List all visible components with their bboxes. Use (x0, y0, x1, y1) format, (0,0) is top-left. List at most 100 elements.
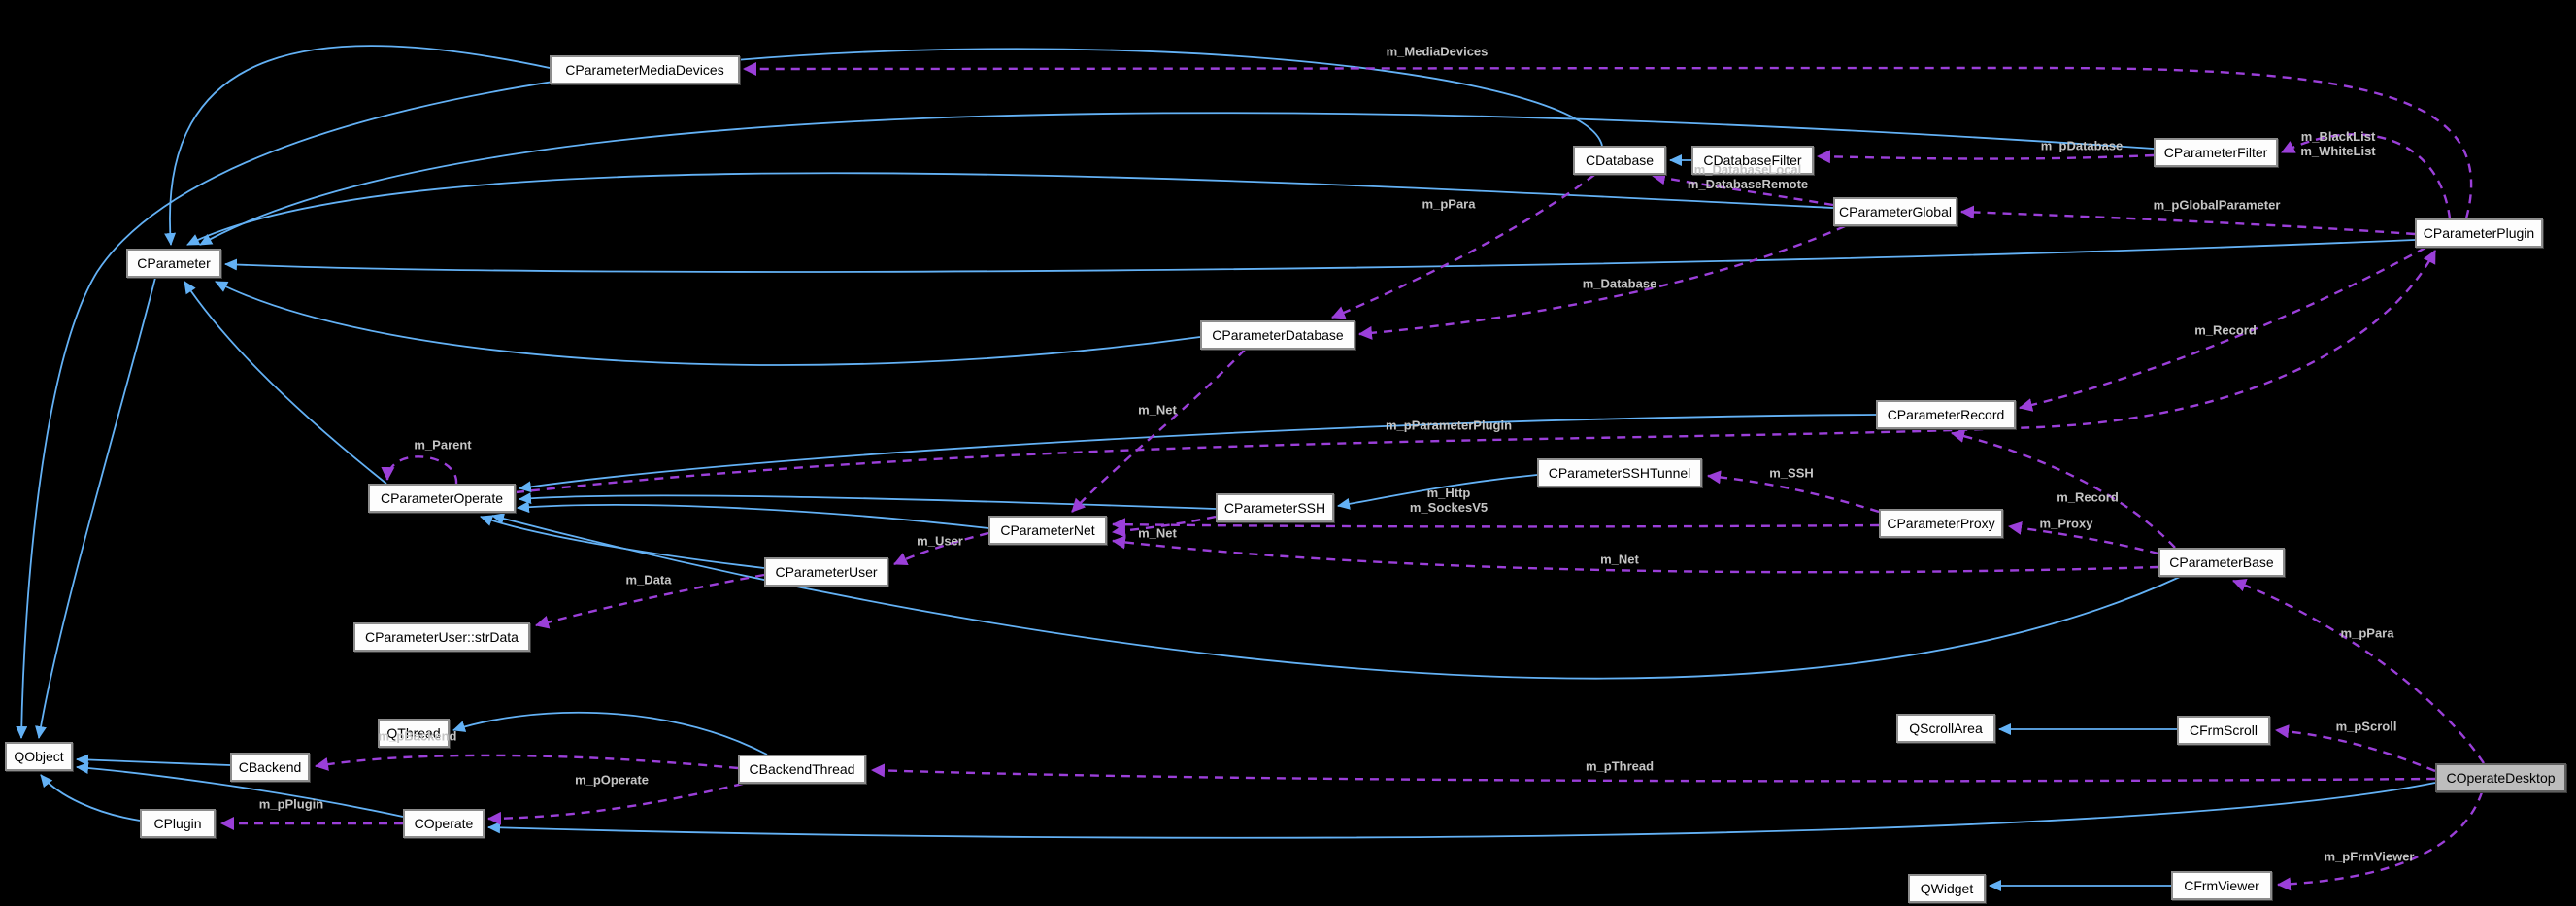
inheritance-edge-cparameterdatabase-cparameter (215, 281, 1201, 366)
class-node-cparameterdatabase[interactable]: CParameterDatabase (1200, 320, 1355, 350)
edge-label-m_pPlugin-47: m_pPlugin (259, 797, 323, 812)
edge-label-m_pScroll-42: m_pScroll (2336, 720, 2397, 734)
class-node-coperate[interactable]: COperate (403, 809, 485, 838)
class-node-cparameterbase[interactable]: CParameterBase (2158, 548, 2285, 577)
inheritance-edge-coperatedesktop-coperate (487, 782, 2436, 839)
edge-label-line: m_pOperate (575, 772, 649, 788)
class-node-qscrollarea[interactable]: QScrollArea (1896, 714, 1995, 743)
edge-label-line: m_Record (2057, 489, 2119, 505)
edge-label-m_pGlobalParameter-25: m_pGlobalParameter (2154, 198, 2281, 213)
inheritance-edge-cparameterglobal-cparameter (186, 172, 1834, 246)
edge-label-m_pBackend-45: m_pBackend (379, 729, 457, 744)
edges-group (16, 45, 2485, 891)
edge-label-line: m_Record (2194, 322, 2257, 338)
edge-label-line: m_pPara (1422, 196, 1476, 212)
edge-label-m_Net-35: m_Net (1600, 553, 1639, 567)
class-node-cparametermediadevices[interactable]: CParameterMediaDevices (550, 55, 740, 84)
class-node-qobject[interactable]: QObject (5, 742, 73, 771)
usage-edge-cparameteroperate-cparameteroperate (381, 455, 458, 485)
class-node-cparameterrecord[interactable]: CParameterRecord (1876, 400, 2016, 429)
edge-label-line: m_SockesV5 (1409, 500, 1489, 515)
class-node-cdatabasefilter[interactable]: CDatabaseFilter (1691, 146, 1814, 175)
edge-label-m_Record-30: m_Record (2057, 490, 2119, 505)
usage-edge-cdatabase-cparameterdatabase (1331, 174, 1595, 319)
edge-label-m_User-39: m_User (917, 534, 963, 549)
edge-label-line: m_Net (1138, 525, 1177, 541)
edge-label-line: m_pFrmViewer (2324, 849, 2415, 864)
class-node-cbackendthread[interactable]: CBackendThread (738, 755, 866, 784)
class-node-cparameteroperate[interactable]: CParameterOperate (368, 484, 516, 513)
edge-label-m_Net-34: m_Net (1138, 526, 1177, 541)
edge-label-line: m_Database (1582, 276, 1657, 291)
edge-label-line: m_DatabaseRemote (1687, 177, 1809, 191)
class-node-cparameterglobal[interactable]: CParameterGlobal (1833, 197, 1957, 226)
usage-edge-cbackendthread-cbackend (315, 754, 739, 771)
usage-edge-cparameterproxy-cparameternet (1112, 518, 1880, 532)
edge-label-line: m_BlackList (2300, 129, 2376, 144)
edge-label-line: m_Proxy (2039, 516, 2093, 531)
inheritance-edge-cparameterrecord-cparameteroperate (519, 414, 1877, 493)
class-node-cdatabase[interactable]: CDatabase (1573, 146, 1666, 175)
edge-label-m_pOperate-46: m_pOperate (575, 773, 649, 788)
edge-label-m_MediaDevices-22: m_MediaDevices (1387, 45, 1489, 59)
edge-label-m_pDatabase-23: m_pDatabase (2041, 139, 2124, 153)
edge-label-m_pThread-43: m_pThread (1586, 759, 1654, 774)
class-node-qwidget[interactable]: QWidget (1908, 874, 1986, 903)
class-node-cparameterplugin[interactable]: CParameterPlugin (2415, 218, 2543, 248)
edge-label-line: m_Net (1138, 402, 1177, 418)
edge-label-m_pPara-27: m_pPara (1422, 197, 1476, 212)
class-node-cparameterfilter[interactable]: CParameterFilter (2154, 138, 2278, 167)
class-node-cparameteruser[interactable]: CParameterUser (764, 557, 888, 587)
usage-edge-cparameterbase-cparameterrecord (1951, 429, 2176, 549)
edge-label-line: m_WhiteList (2300, 144, 2376, 158)
inheritance-edge-cparameterfilter-cparameter (199, 112, 2155, 246)
usage-edge-cparameterbase-cparameternet (1112, 535, 2159, 574)
usage-edge-cparameterglobal-cparameterdatabase (1358, 224, 1846, 340)
inheritance-edge-cparameterssh-cparameteroperate (519, 492, 1217, 510)
edge-label-line: m_MediaDevices (1386, 44, 1489, 59)
edge-label-line: m_Net (1600, 552, 1639, 567)
usage-edge-cparameterproxy-cparametersshtunnel (1707, 470, 1880, 514)
class-node-cparameternet[interactable]: CParameterNet (988, 516, 1107, 545)
class-node-cplugin[interactable]: CPlugin (140, 809, 216, 838)
edge-label-m_pPara-41: m_pPara (2341, 626, 2394, 641)
class-node-cparametersshtunnel[interactable]: CParameterSSHTunnel (1537, 458, 1702, 487)
edge-label-line: m_pDatabase (2040, 138, 2124, 153)
usage-edge-cparameterbase-cparameterproxy (2008, 520, 2159, 555)
class-node-cbackend[interactable]: CBackend (230, 753, 310, 782)
class-node-cparameterproxy[interactable]: CParameterProxy (1879, 509, 2003, 538)
inheritance-edge-cparameter-qobject (35, 277, 156, 739)
edge-label-m_Net-33: m_Net (1138, 403, 1177, 418)
edge-label-line: m_pPlugin (258, 796, 324, 812)
edge-label-line: m_DatabaseLocal (1693, 162, 1802, 177)
class-node-cparameter[interactable]: CParameter (126, 249, 221, 278)
inheritance-edge-coperate-qobject (76, 762, 404, 818)
edge-label-line: m_Http (1426, 486, 1471, 500)
class-node-qthread[interactable]: QThread (378, 719, 450, 748)
inheritance-edge-cparameterbase-cparameteroperate (491, 513, 2181, 680)
edge-label-m_pParameterPlugin-32: m_pParameterPlugin (1386, 419, 1512, 433)
class-node-cfrmscroll[interactable]: CFrmScroll (2177, 716, 2270, 745)
edge-label-m_Database-28: m_Database (1583, 277, 1657, 291)
usage-edge-coperatedesktop-cbackendthread (871, 763, 2436, 783)
inheritance-edge-cparametermediadevices-cparameter (164, 45, 551, 246)
usage-edge-cparameterdatabase-cparameternet (1071, 349, 1246, 513)
class-node-cparameterssh[interactable]: CParameterSSH (1216, 493, 1334, 522)
edge-label-line: m_Parent (414, 437, 472, 453)
usage-edge-coperatedesktop-cfrmviewer (2277, 791, 2484, 891)
class-node-cparameteruserstrdata[interactable]: CParameterUser::strData (353, 622, 530, 652)
usage-edge-cparameterfilter-cdatabasefilter (1817, 150, 2155, 164)
usage-edge-cparameterplugin-cparametermediadevices (743, 61, 2473, 219)
inheritance-edge-cbackendthread-qthread (452, 711, 768, 755)
inheritance-edge-cplugin-qobject (40, 774, 141, 822)
edge-label-line: m_pScroll (2335, 719, 2397, 734)
edge-label-line: m_pGlobalParameter (2153, 197, 2281, 213)
edge-label-m_Data-40: m_Data (626, 573, 672, 587)
class-node-cfrmviewer[interactable]: CFrmViewer (2171, 871, 2272, 900)
usage-edge-cparameteroperate-cparameterplugin (515, 250, 2437, 494)
edge-label-line: m_pPara (2340, 625, 2394, 641)
edge-label-line: m_SSH (1769, 465, 1814, 481)
